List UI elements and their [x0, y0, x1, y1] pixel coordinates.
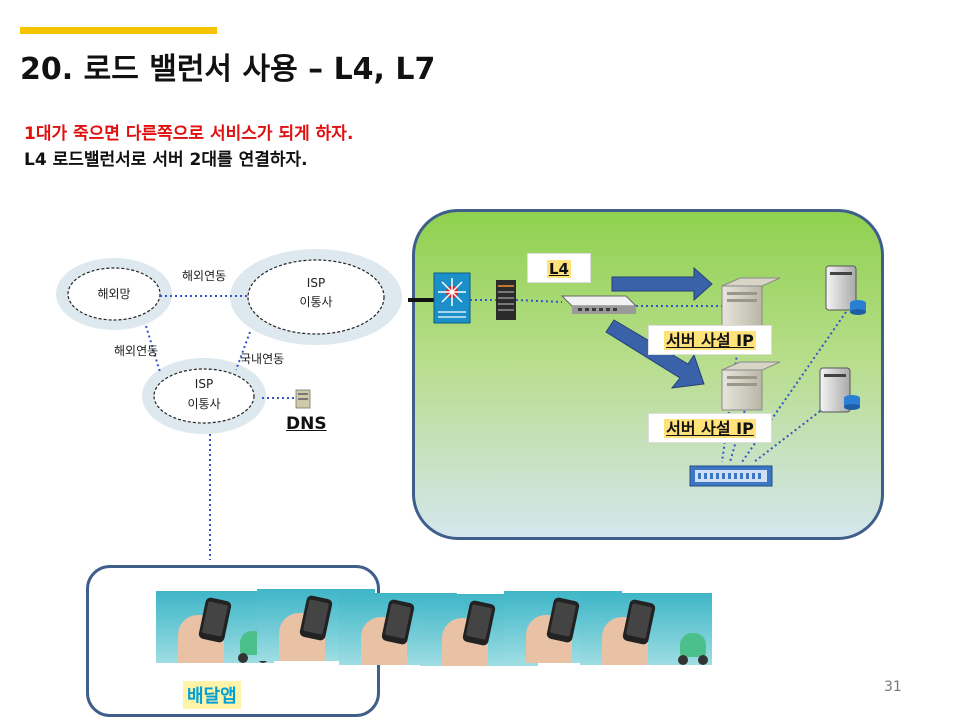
core-switch-icon [433, 272, 471, 324]
isp-local-label-1: ISP [194, 377, 214, 391]
dns-label: DNS [286, 414, 327, 434]
server-2-icon [721, 361, 781, 411]
page-number: 31 [884, 679, 902, 695]
isp-main-label-1: ISP [306, 276, 326, 290]
l4-switch-icon [560, 295, 638, 314]
database-server-1-icon [825, 265, 866, 315]
database-server-2-icon [819, 367, 860, 413]
overseas-cloud [56, 258, 172, 330]
datacenter-area [412, 209, 884, 540]
server-1-ip-label: 서버 사설 IP [664, 331, 756, 350]
dns-server-icon [295, 389, 311, 409]
app-image-6 [580, 593, 712, 665]
server-1-icon [721, 277, 781, 327]
link-label-overseas-left: 해외연동 [114, 344, 159, 358]
isp-local-label-2: 이통사 [187, 397, 221, 411]
description-line-1: 1대가 죽으면 다른쪽으로 서비스가 되게 하자. [24, 124, 354, 144]
server-2-ip-label: 서버 사설 IP [664, 419, 756, 438]
title-accent-bar [20, 27, 217, 34]
description-line-2: L4 로드밸런서로 서버 2대를 연결하자. [24, 150, 308, 170]
slide-title: 20. 로드 밸런서 사용 – L4, L7 [20, 52, 436, 87]
app-image-strip [156, 589, 716, 670]
app-image-1 [156, 591, 274, 663]
link-label-domestic: 국내연동 [240, 352, 285, 366]
cloud-links [145, 295, 294, 560]
server-2-ip-box: 서버 사설 IP [648, 413, 772, 443]
firewall-icon [496, 280, 516, 320]
arrow-to-server-1 [611, 266, 713, 302]
server-1-ip-box: 서버 사설 IP [648, 325, 772, 355]
delivery-app-label: 배달앱 [183, 681, 241, 709]
isp-main-label-2: 이통사 [299, 295, 333, 309]
isp-local-cloud [142, 358, 266, 434]
overseas-cloud-label: 해외망 [97, 287, 131, 301]
isp-main-cloud [230, 249, 402, 345]
link-label-overseas-top: 해외연동 [182, 269, 227, 283]
l4-label-box: L4 [527, 253, 591, 283]
l4-label: L4 [547, 260, 571, 278]
storage-switch-icon [689, 465, 773, 487]
